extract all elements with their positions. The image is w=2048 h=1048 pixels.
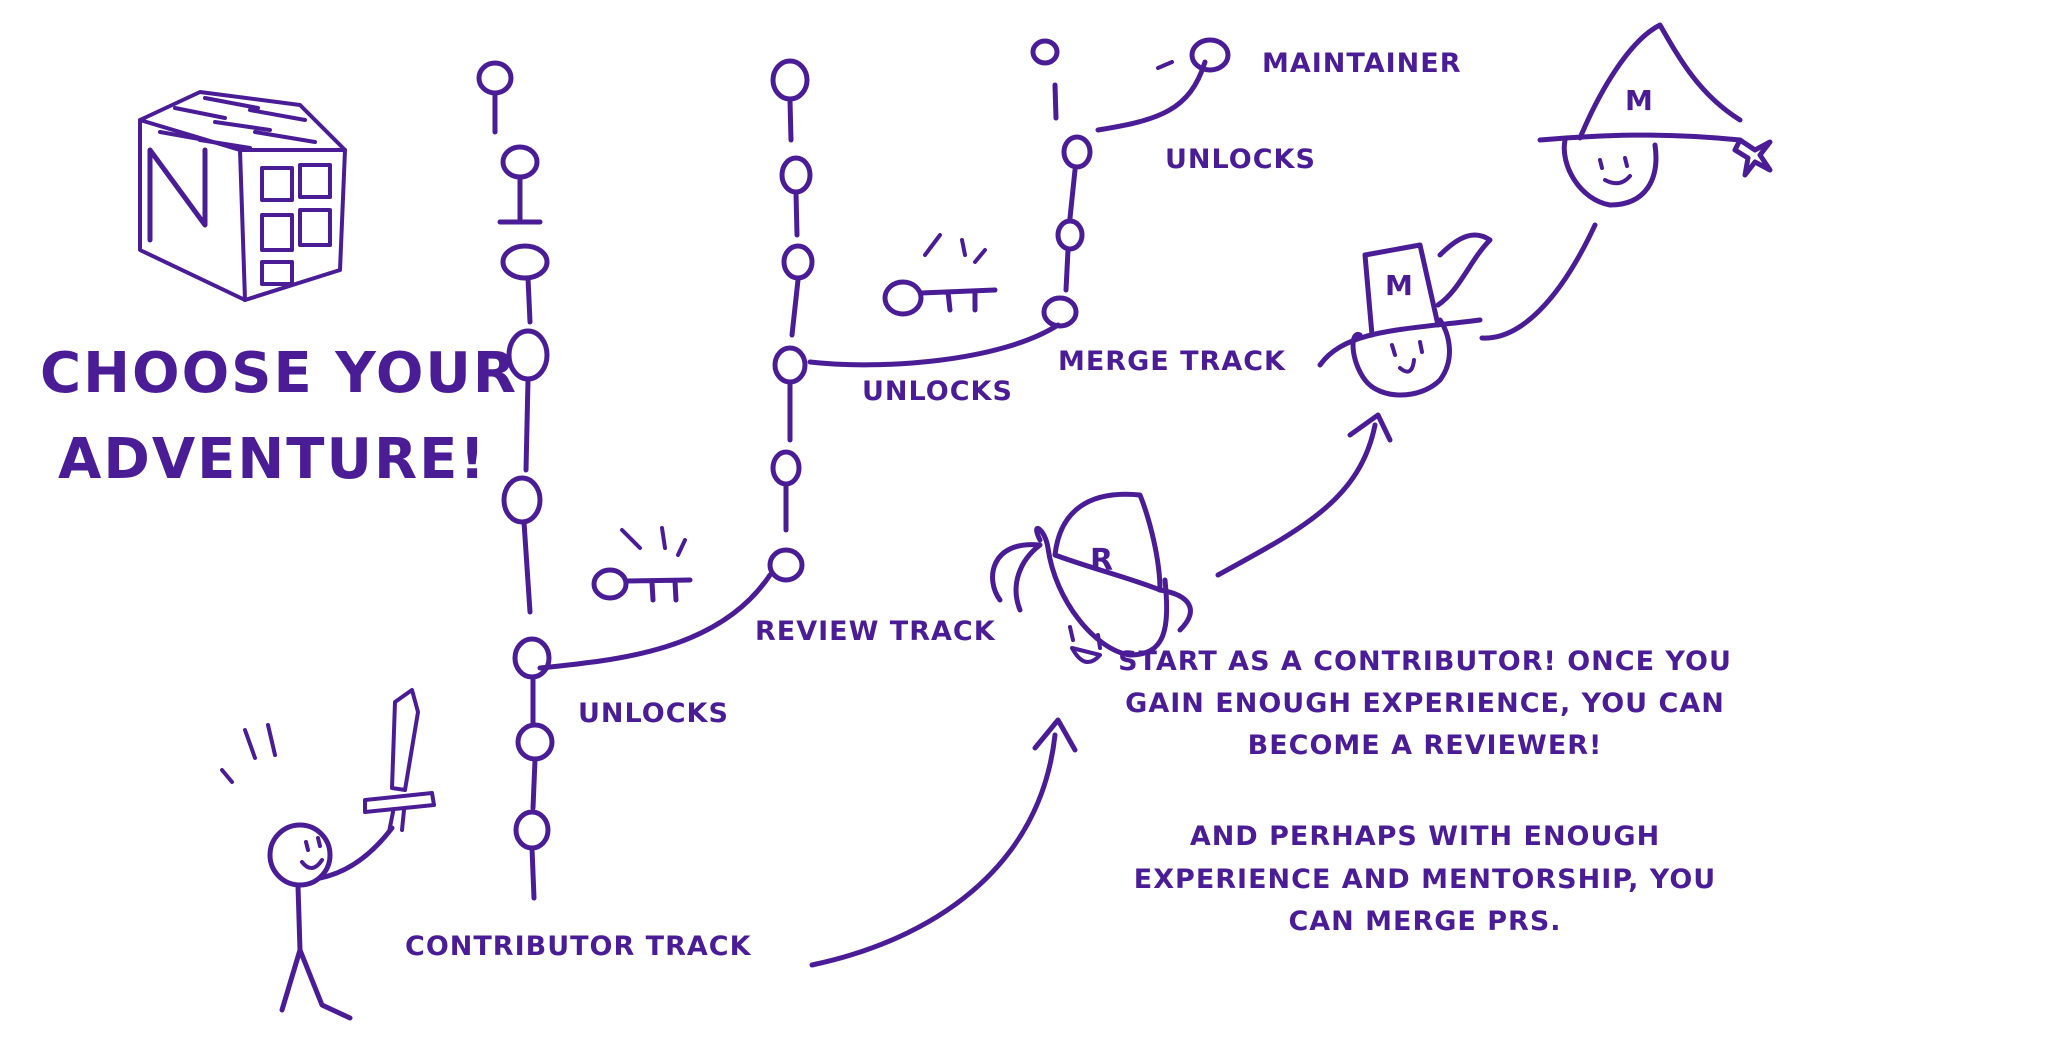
- reviewer-avatar-icon: R: [990, 491, 1193, 664]
- wizard-hat-letter: M: [1625, 84, 1653, 117]
- key-icon: [882, 233, 998, 317]
- stick-figure-icon: [220, 723, 395, 1021]
- description-paragraph-2: AND PERHAPS WITH ENOUGH EXPERIENCE AND M…: [1134, 821, 1716, 937]
- key-icon: [591, 526, 693, 603]
- arrow-icon: [1479, 222, 1598, 341]
- title-line-1: CHOOSE YOUR: [40, 341, 518, 406]
- description-paragraph-1: START AS A CONTRIBUTOR! ONCE YOU GAIN EN…: [1118, 646, 1732, 761]
- sword-icon: [363, 688, 436, 834]
- unlock-connector-maintainer: [1095, 59, 1208, 133]
- review-track-label: REVIEW TRACK: [755, 616, 996, 647]
- unlock-connector-review: [537, 572, 773, 671]
- merger-avatar-icon: M: [1317, 232, 1493, 398]
- svg-text:AND PERHAPS WITH ENOUGH: AND PERHAPS WITH ENOUGH: [1190, 821, 1660, 852]
- reviewer-hat-letter: R: [1090, 543, 1113, 578]
- title-line-2: ADVENTURE!: [58, 427, 487, 492]
- unlock-connector-merge: [807, 322, 1061, 368]
- svg-text:BECOME A REVIEWER!: BECOME A REVIEWER!: [1248, 730, 1603, 761]
- svg-text:GAIN ENOUGH EXPERIENCE, YOU CA: GAIN ENOUGH EXPERIENCE, YOU CAN: [1125, 688, 1725, 719]
- contributor-track-label: CONTRIBUTOR TRACK: [405, 931, 752, 962]
- contributor-track-line: [476, 60, 555, 901]
- maintainer-label: MAINTAINER: [1262, 48, 1462, 79]
- maintainer-node: [1189, 37, 1231, 73]
- svg-text:START AS A CONTRIBUTOR! ONCE Y: START AS A CONTRIBUTOR! ONCE YOU: [1118, 646, 1732, 677]
- merger-hat-letter: M: [1385, 269, 1413, 302]
- svg-text:EXPERIENCE AND MENTORSHIP, YOU: EXPERIENCE AND MENTORSHIP, YOU: [1134, 864, 1716, 895]
- arrow-icon: [809, 717, 1078, 968]
- svg-text:CAN MERGE PRS.: CAN MERGE PRS.: [1288, 906, 1561, 937]
- unlocks-label: UNLOCKS: [1165, 144, 1316, 175]
- merge-track-label: MERGE TRACK: [1058, 346, 1286, 377]
- merge-track-line: [1030, 38, 1093, 329]
- unlocks-label: UNLOCKS: [578, 698, 729, 729]
- review-track-line: [767, 58, 815, 583]
- wizard-avatar-icon: M: [1537, 22, 1773, 208]
- unlocks-label: UNLOCKS: [862, 376, 1013, 407]
- cube-logo-icon: [138, 90, 347, 302]
- arrow-icon: [1215, 412, 1393, 578]
